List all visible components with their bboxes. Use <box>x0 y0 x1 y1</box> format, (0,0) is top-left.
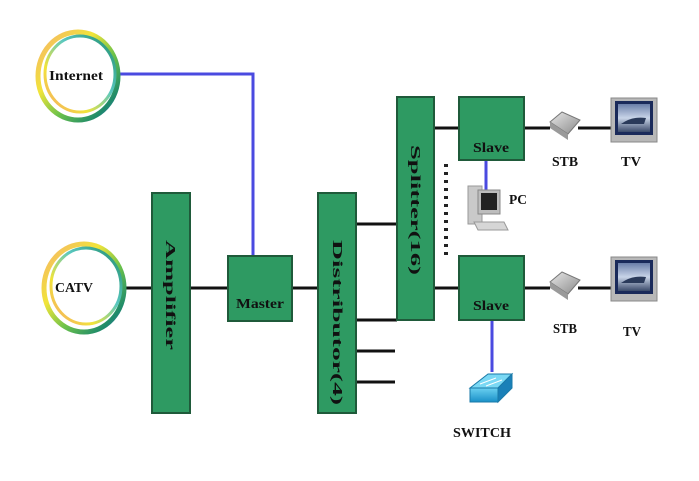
slave-bottom-label: Slave <box>473 299 509 314</box>
slave-top-block: Slave <box>458 96 525 161</box>
stb-bottom-label: STB <box>553 322 577 337</box>
amplifier-label: Amplifier <box>162 240 177 350</box>
switch-label: SWITCH <box>453 426 511 441</box>
switch-icon <box>468 372 514 404</box>
tv-top-label: TV <box>621 155 641 170</box>
tv-top-icon <box>610 97 658 143</box>
splitter-label: Splitter(16) <box>407 145 422 276</box>
internet-cloud-icon: Internet <box>35 29 121 123</box>
stb-bottom-icon <box>549 271 581 300</box>
master-block: Master <box>227 255 293 322</box>
splitter-block: Splitter(16) <box>396 96 435 321</box>
internet-label: Internet <box>49 69 103 84</box>
stb-top-label: STB <box>552 155 578 170</box>
amplifier-block: Amplifier <box>151 192 191 414</box>
distributor-label: Distributor(4) <box>329 240 344 406</box>
catv-label: CATV <box>55 281 93 296</box>
catv-source-icon: CATV <box>41 241 127 335</box>
pc-label: PC <box>509 193 527 208</box>
pc-icon <box>467 185 509 231</box>
distributor-block: Distributor(4) <box>317 192 357 414</box>
tv-bottom-icon <box>610 256 658 302</box>
tv-bottom-label: TV <box>623 325 641 340</box>
slave-bottom-block: Slave <box>458 255 525 321</box>
slave-top-label: Slave <box>473 141 509 156</box>
master-label: Master <box>236 297 284 312</box>
stb-top-icon <box>549 111 581 140</box>
internet-master-link <box>118 72 255 256</box>
